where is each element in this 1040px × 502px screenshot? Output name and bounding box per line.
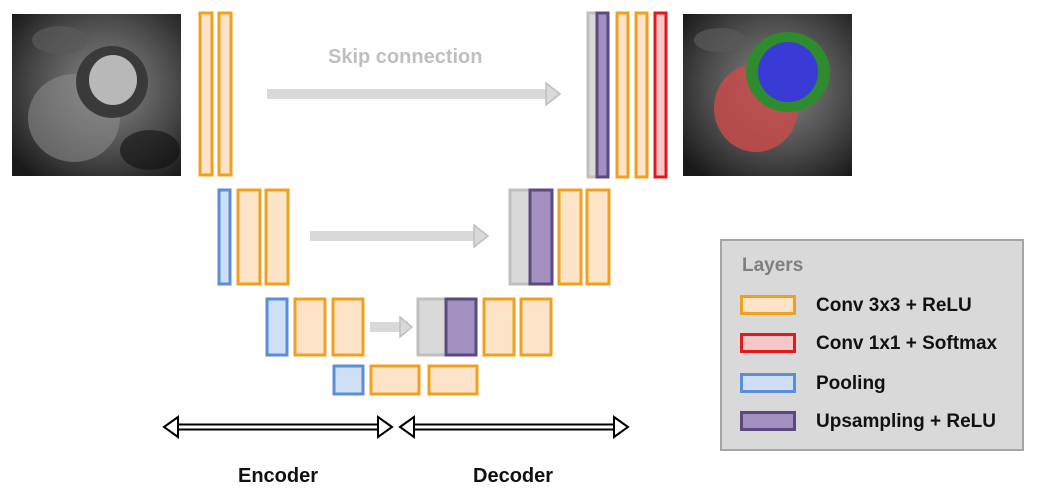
mri-input-image — [12, 14, 181, 176]
bottleneck-conv-2 — [427, 364, 479, 396]
decoder-l1-conv-2 — [634, 11, 649, 179]
legend-swatch-conv — [740, 295, 796, 315]
skip-arrow-level-2-head — [473, 223, 490, 249]
legend-panel: Layers Conv 3x3 + ReLU Conv 1x1 + Softma… — [720, 239, 1024, 451]
decoder-l3-conv-2 — [519, 297, 553, 357]
decoder-l2-up — [528, 188, 554, 286]
encoder-l2-pool — [217, 188, 232, 286]
legend-item-pooling: Pooling — [740, 373, 1020, 399]
encoder-l3-conv-2 — [331, 297, 365, 357]
legend-title: Layers — [742, 255, 804, 276]
legend-label-softmax: Conv 1x1 + Softmax — [816, 333, 998, 354]
decoder-l1-softmax — [653, 11, 668, 179]
legend-label-pooling: Pooling — [816, 373, 886, 394]
encoder-l3-conv-1 — [293, 297, 327, 357]
bottleneck-pool — [332, 364, 365, 396]
skip-arrow-level-3-head — [399, 315, 414, 339]
legend-label-upsampling: Upsampling + ReLU — [816, 411, 996, 432]
decoder-l1-up — [595, 11, 610, 179]
decoder-l2-conv-1 — [557, 188, 583, 286]
encoder-l3-pool — [265, 297, 289, 357]
decoder-l3-conv-1 — [482, 297, 516, 357]
legend-label-conv: Conv 3x3 + ReLU — [816, 295, 972, 316]
bottleneck-conv-1 — [369, 364, 421, 396]
encoder-label: Encoder — [238, 465, 319, 487]
skip-arrow-level-1-head — [545, 81, 562, 107]
legend-swatch-upsampling — [740, 411, 796, 431]
legend-item-upsampling: Upsampling + ReLU — [740, 411, 1020, 437]
decoder-l2-conv-2 — [585, 188, 611, 286]
skip-connection-label: Skip connection — [328, 46, 483, 68]
legend-swatch-softmax — [740, 333, 796, 353]
decoder-l3-skip — [416, 297, 450, 357]
decoder-l3-up — [444, 297, 478, 357]
decoder-span-arrow — [398, 415, 630, 439]
decoder-l1-conv-1 — [615, 11, 630, 179]
encoder-l1-conv-2 — [217, 11, 233, 177]
encoder-l1-conv-1 — [198, 11, 214, 177]
legend-item-conv: Conv 3x3 + ReLU — [740, 295, 1020, 321]
encoder-span-arrow — [162, 415, 394, 439]
decoder-label: Decoder — [473, 465, 554, 487]
legend-item-softmax: Conv 1x1 + Softmax — [740, 333, 1020, 359]
encoder-l2-conv-2 — [264, 188, 290, 286]
legend-swatch-pooling — [740, 373, 796, 393]
encoder-l2-conv-1 — [236, 188, 262, 286]
mri-segmentation-output — [683, 14, 852, 176]
